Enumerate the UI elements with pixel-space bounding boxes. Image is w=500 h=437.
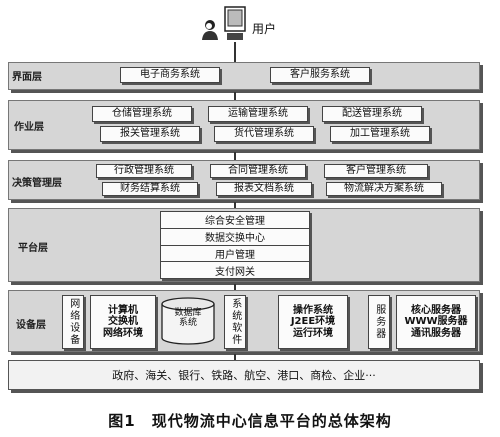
system-software-box: 系统软件 [224,295,246,349]
data-exchange-center-item: 数据交换中心 [161,229,309,246]
server-box: 服务器 [368,295,390,349]
network-equipment-label: 网络设备 [67,298,79,346]
os-environment-box: 操作系统 J2EE环境 运行环境 [278,295,348,349]
payment-gateway-item: 支付网关 [215,266,255,278]
connector-line [234,354,236,362]
report-system-box: 报表文档系统 [216,182,312,196]
transport-system-box: 运输管理系统 [208,106,308,122]
user-icon [200,18,220,40]
connector-line [234,202,236,210]
system-software-label: 系统软件 [229,298,241,346]
database-system-cylinder [160,296,216,346]
connector-line [234,284,236,292]
server-label: 服务器 [373,304,385,340]
ecommerce-system-box: 电子商务系统 [120,67,220,83]
logistics-solution-system-box: 物流解决方案系统 [326,182,442,196]
freight-system-box: 货代管理系统 [214,126,314,142]
computer-icon [224,6,246,42]
user-management-item: 用户管理 [161,246,309,263]
distribution-system-box: 配送管理系统 [322,106,422,122]
contract-system-box: 合同管理系统 [210,164,306,178]
platform-services-stack: 综合安全管理 数据交换中心 用户管理 支付网关 [160,211,310,279]
layer-label-decision: 决策管理层 [12,178,62,189]
figure-caption: 图1 现代物流中心信息平台的总体架构 [108,412,392,430]
customer-service-system-box: 客户服务系统 [270,67,370,83]
computer-switch-box: 计算机 交换机 网络环境 [90,295,156,349]
network-equipment-box: 网络设备 [62,295,84,349]
servers-list-box: 核心服务器 WWW服务器 通讯服务器 [396,295,476,349]
security-management-item: 综合安全管理 [161,212,309,229]
connector-line [234,42,236,64]
layer-label-operation: 作业层 [14,122,44,133]
interface-layer [8,62,480,90]
user-label: 用户 [252,22,277,36]
finance-system-box: 财务结算系统 [102,182,198,196]
client-system-box: 客户管理系统 [324,164,428,178]
external-entities-text: 政府、海关、银行、铁路、航空、港口、商检、企业··· [112,369,376,382]
admin-system-box: 行政管理系统 [96,164,192,178]
warehouse-system-box: 仓储管理系统 [92,106,192,122]
customs-system-box: 报关管理系统 [100,126,200,142]
external-entities-box: 政府、海关、银行、铁路、航空、港口、商检、企业··· [8,360,480,390]
connector-line [234,92,236,102]
layer-label-infrastructure: 设备层 [16,320,46,331]
layer-label-interface: 界面层 [12,72,42,83]
layer-label-platform: 平台层 [18,243,48,254]
database-system-label: 数据库 系统 [174,308,202,328]
processing-system-box: 加工管理系统 [330,126,430,142]
connector-line [234,152,236,162]
